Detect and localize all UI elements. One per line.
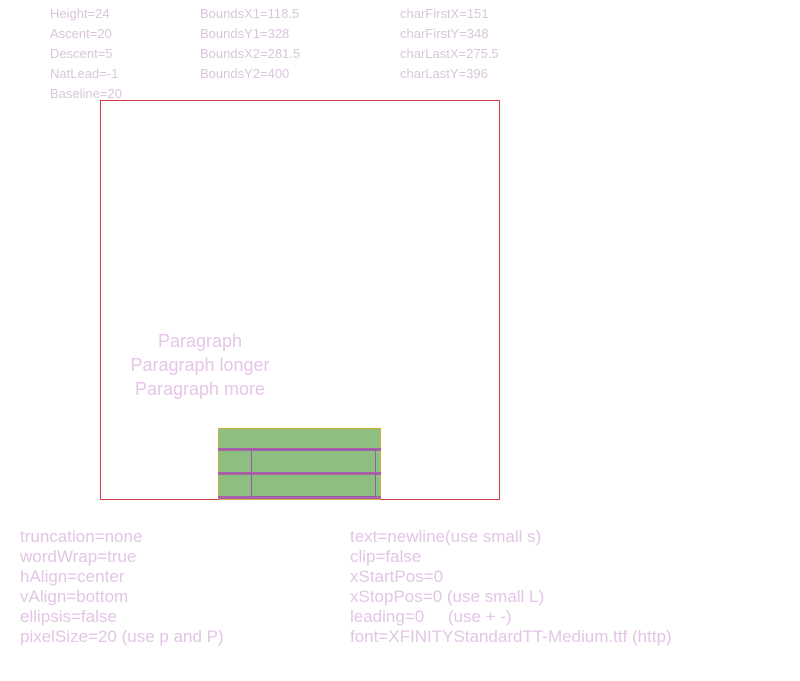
metric-bounds-y2: BoundsY2=400 <box>200 66 290 81</box>
prop-truncation: truncation=none <box>20 527 143 546</box>
prop-valign: vAlign=bottom <box>20 587 129 606</box>
metric-baseline: Baseline=20 <box>50 86 122 101</box>
metric-height: Height=24 <box>50 6 110 21</box>
metric-char-first-x: charFirstX=151 <box>400 6 489 21</box>
prop-pixelsize: pixelSize=20 (use p and P) <box>20 627 224 646</box>
bounds-highlight <box>218 428 381 500</box>
metric-bounds-x2: BoundsX2=281.5 <box>200 46 301 61</box>
baseline-line-3 <box>218 496 381 499</box>
prop-ellipsis: ellipsis=false <box>20 607 117 626</box>
prop-clip: clip=false <box>350 547 422 566</box>
metric-bounds-x1: BoundsX1=118.5 <box>200 6 300 21</box>
metric-descent: Descent=5 <box>50 46 113 61</box>
prop-halign: hAlign=center <box>20 567 125 586</box>
metric-bounds-y1: BoundsY1=328 <box>200 26 290 41</box>
metric-char-last-y: charLastY=396 <box>400 66 488 81</box>
metric-natlead: NatLead=-1 <box>50 66 119 81</box>
metric-ascent: Ascent=20 <box>50 26 112 41</box>
paragraph-line-1: Paragraph <box>157 331 243 351</box>
prop-leading: leading=0 (use + -) <box>350 607 512 626</box>
prop-xstartpos: xStartPos=0 <box>350 567 444 586</box>
baseline-line-2 <box>218 472 381 475</box>
prop-wordwrap: wordWrap=true <box>20 547 137 566</box>
metric-char-first-y: charFirstY=348 <box>400 26 489 41</box>
metric-char-last-x: charLastX=275.5 <box>400 46 499 61</box>
paragraph-line-2: Paragraph longer <box>130 355 270 375</box>
prop-xstoppos: xStopPos=0 (use small L) <box>350 587 545 606</box>
char-bounds-box <box>251 449 376 497</box>
paragraph-line-3: Paragraph more <box>134 379 266 399</box>
prop-text: text=newline(use small s) <box>350 527 542 546</box>
prop-font: font=XFINITYStandardTT-Medium.ttf (http) <box>350 627 672 646</box>
